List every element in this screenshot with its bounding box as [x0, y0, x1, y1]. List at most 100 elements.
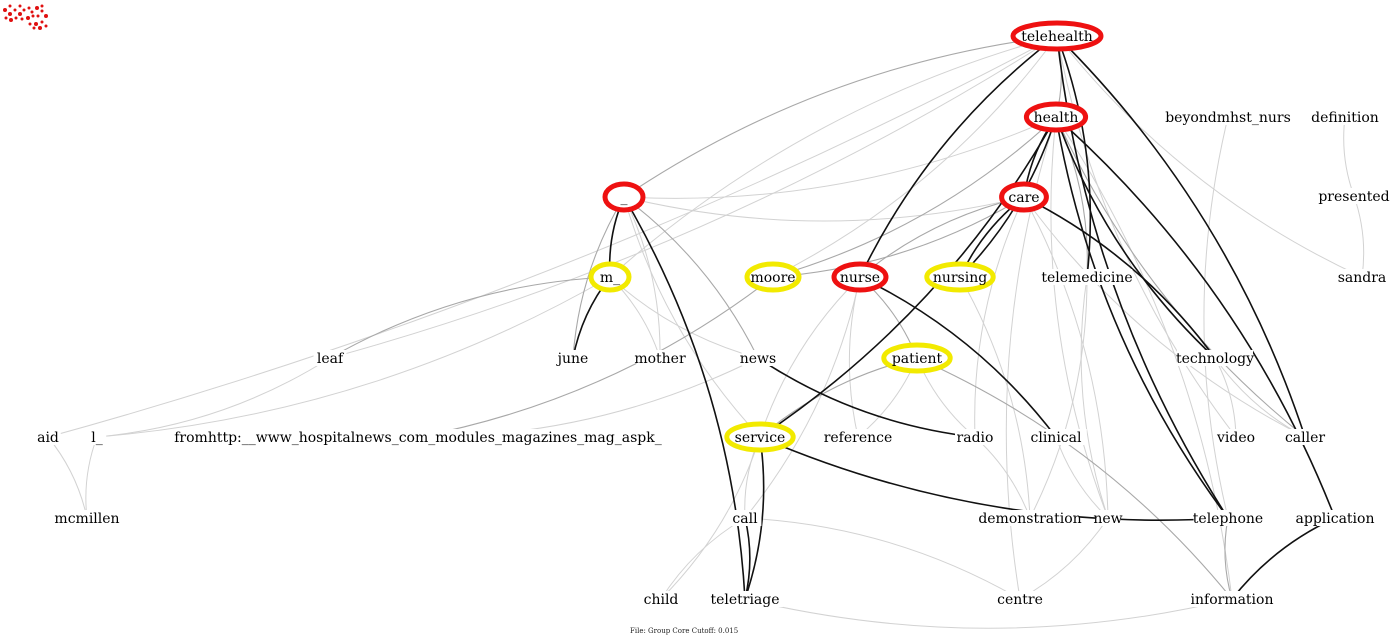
node-call[interactable]: call — [728, 510, 762, 527]
node-ring — [924, 261, 996, 293]
footer-caption: File: Group Core Cutoff: 0.015 — [630, 627, 738, 635]
node-application[interactable]: application — [1293, 510, 1377, 527]
node-mother[interactable]: mother — [634, 350, 686, 367]
node-new[interactable]: new — [1093, 510, 1123, 527]
node-m_[interactable]: m_ — [588, 261, 632, 293]
edge-news-radio — [757, 357, 976, 438]
edge-telehealth-aid — [47, 35, 1058, 438]
edge-m_-leaf — [329, 276, 611, 359]
node-nursing[interactable]: nursing — [924, 261, 996, 293]
node-telemedicine[interactable]: telemedicine — [1041, 269, 1133, 286]
edge-telehealth-nurse — [859, 35, 1058, 278]
edge-patient-service — [759, 357, 918, 438]
node-video[interactable]: video — [1216, 429, 1256, 446]
node-presented[interactable]: presented — [1318, 188, 1390, 205]
node-label-bg — [1177, 350, 1253, 366]
node-label: beyondmhst_nurs — [1165, 110, 1291, 126]
node-label: child — [644, 592, 679, 608]
node-nurse[interactable]: nurse — [831, 261, 889, 293]
node-label-bg — [87, 429, 107, 445]
node-label-bg — [823, 429, 893, 445]
node-health[interactable]: health — [1023, 101, 1089, 133]
logo-dot — [44, 24, 48, 28]
node-technology[interactable]: technology — [1176, 350, 1254, 367]
logo-dot — [4, 16, 8, 20]
node-label: m_ — [600, 270, 620, 286]
node-demonstration[interactable]: demonstration — [978, 510, 1082, 527]
node-label: information — [1191, 592, 1274, 608]
node-label-bg — [1193, 510, 1263, 526]
edge-definition-presented — [1343, 116, 1355, 197]
node-definition[interactable]: definition — [1307, 109, 1383, 126]
edge-call-child — [660, 517, 746, 600]
node-ring — [724, 421, 796, 453]
node-label-bg — [996, 591, 1044, 607]
node-label: mcmillen — [54, 511, 119, 527]
logo-dot — [35, 6, 39, 10]
edge-m_-news — [609, 276, 759, 359]
node-label: news — [740, 351, 776, 367]
node-ring — [1023, 101, 1089, 133]
edge-health-service — [759, 116, 1057, 438]
node-label-bg — [1041, 269, 1133, 285]
edge-l_-mcmillen — [85, 436, 98, 519]
node-centre[interactable]: centre — [996, 591, 1044, 608]
node-label: _ — [621, 190, 628, 206]
node-sandra[interactable]: sandra — [1338, 269, 1387, 286]
logo-dot — [30, 10, 34, 14]
node-news[interactable]: news — [740, 350, 776, 367]
node-care[interactable]: care — [999, 181, 1049, 213]
node-beyond[interactable]: beyondmhst_nurs — [1165, 109, 1291, 126]
node-leaf[interactable]: leaf — [313, 350, 347, 367]
node-telephone[interactable]: telephone — [1193, 510, 1263, 527]
node-ring — [881, 342, 953, 374]
node-june[interactable]: june — [556, 350, 590, 367]
edge-telehealth-m_ — [609, 35, 1058, 278]
node-moore[interactable]: moore — [744, 261, 802, 293]
node-label: teletriage — [710, 592, 779, 608]
node-label-bg — [728, 510, 762, 526]
node-reference[interactable]: reference — [823, 429, 893, 446]
logo-dot — [14, 16, 18, 20]
node-radio[interactable]: radio — [955, 429, 995, 446]
node-label: new — [1093, 511, 1122, 527]
node-label: clinical — [1031, 430, 1082, 446]
edge-presented-sandra — [1353, 195, 1365, 278]
logo-dot — [8, 12, 12, 16]
node-mcmillen[interactable]: mcmillen — [54, 510, 120, 527]
logo-dot — [22, 8, 26, 12]
node-label: demonstration — [978, 511, 1081, 527]
node-teletriage[interactable]: teletriage — [707, 591, 783, 608]
edge-health-telephone — [1055, 116, 1229, 519]
node-service[interactable]: service — [724, 421, 796, 453]
node-child[interactable]: child — [641, 591, 681, 608]
edge-telemedicine-new — [1080, 276, 1109, 519]
node-l_[interactable]: l_ — [87, 429, 107, 446]
edge-health-centre — [1005, 116, 1057, 600]
node-clinical[interactable]: clinical — [1025, 429, 1087, 446]
node-information[interactable]: information — [1190, 591, 1274, 608]
node-patient[interactable]: patient — [881, 342, 953, 374]
node-label: care — [1008, 190, 1039, 206]
dotted-logo-icon — [3, 4, 48, 30]
node-label: service — [735, 430, 786, 446]
edge-telehealth-leaf — [329, 35, 1058, 359]
node-label: sandra — [1338, 270, 1387, 286]
edge-underscore-teletriage — [623, 196, 746, 600]
node-ring — [602, 181, 646, 213]
node-telehealth[interactable]: telehealth — [1010, 20, 1104, 52]
edge-telephone-information — [1224, 517, 1233, 600]
node-ring — [831, 261, 889, 293]
node-underscore[interactable]: _ — [602, 181, 646, 213]
node-label: moore — [750, 270, 795, 286]
edge-health-technology — [1055, 116, 1216, 359]
node-caller[interactable]: caller — [1281, 429, 1329, 446]
edge-patient-information — [916, 357, 1233, 600]
node-ring — [744, 261, 802, 293]
logo-dot — [27, 6, 31, 10]
logo-dot — [8, 4, 12, 8]
node-ring — [1010, 20, 1104, 52]
edge-telehealth-underscore — [623, 35, 1058, 198]
node-fromhttp[interactable]: fromhttp:__www_hospitalnews_com_modules_… — [174, 429, 662, 446]
node-aid[interactable]: aid — [35, 429, 61, 446]
